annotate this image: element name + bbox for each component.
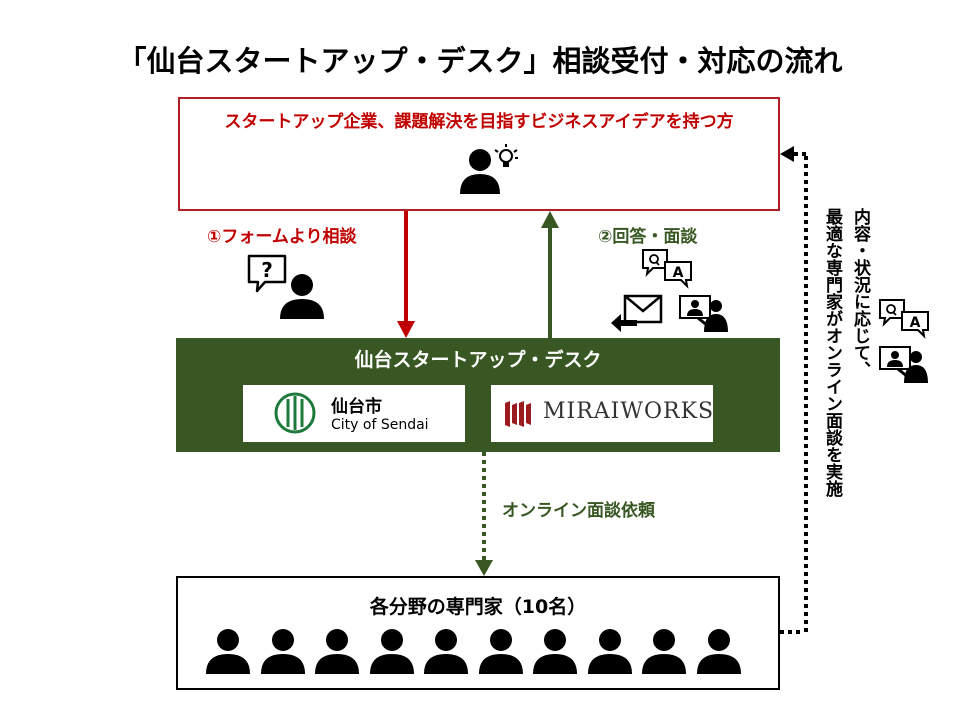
experts-row xyxy=(204,628,764,674)
expert-person-icon xyxy=(369,629,414,674)
step1-label: ①フォームより相談 xyxy=(207,227,357,247)
sendai-logo-en: City of Sendai xyxy=(331,417,429,433)
step2-label: ②回答・面談 xyxy=(598,227,698,247)
applicant-box-label: スタートアップ企業、課題解決を目指すビジネスアイデアを持つ方 xyxy=(224,112,734,132)
question-bubble-icon: ? xyxy=(247,254,287,293)
expert-person-icon xyxy=(587,629,632,674)
svg-text:?: ? xyxy=(261,258,273,282)
sendai-logo-card: 仙台市 City of Sendai xyxy=(243,385,465,442)
expert-person-icon xyxy=(260,629,305,674)
page-title: 「仙台スタートアップ・デスク」相談受付・対応の流れ xyxy=(117,44,843,78)
online-request-arrow xyxy=(475,452,493,576)
video-meeting-icon xyxy=(679,295,728,332)
return-arrow-dotted xyxy=(780,146,808,634)
svg-text:A: A xyxy=(910,315,921,331)
down-arrow-red xyxy=(397,211,415,338)
miraiworks-logo-card: MIRAIWORKS xyxy=(491,385,713,442)
up-arrow-green xyxy=(541,211,559,338)
sendai-logo-jp: 仙台市 xyxy=(331,397,382,417)
video-meeting-icon-right xyxy=(879,346,928,383)
mail-reply-icon xyxy=(611,294,663,332)
svg-text:A: A xyxy=(673,265,684,281)
expert-person-icon xyxy=(315,629,359,674)
miraiworks-mark-icon xyxy=(505,401,531,427)
expert-person-icon xyxy=(206,629,250,674)
person-icon xyxy=(280,274,324,319)
qa-chat-icon: A xyxy=(642,249,692,289)
experts-label: 各分野の専門家（10名） xyxy=(369,596,587,618)
sendai-city-emblem-icon xyxy=(274,392,316,434)
expert-person-icon xyxy=(696,629,741,674)
startup-desk-label: 仙台スタートアップ・デスク xyxy=(354,349,602,371)
qa-chat-icon-right: A xyxy=(879,299,929,339)
side-note-line1: 内容・状況に応じて、 xyxy=(850,208,870,378)
expert-person-icon xyxy=(533,629,577,674)
online-request-label: オンライン面談依頼 xyxy=(502,501,655,521)
expert-person-icon xyxy=(642,629,686,674)
miraiworks-logo-text: MIRAIWORKS xyxy=(543,399,715,424)
expert-person-icon xyxy=(424,629,468,674)
person-idea-icon xyxy=(460,144,518,194)
side-note-line2: 最適な専門家がオンライン面談を実施 xyxy=(822,208,842,497)
expert-person-icon xyxy=(478,629,523,674)
